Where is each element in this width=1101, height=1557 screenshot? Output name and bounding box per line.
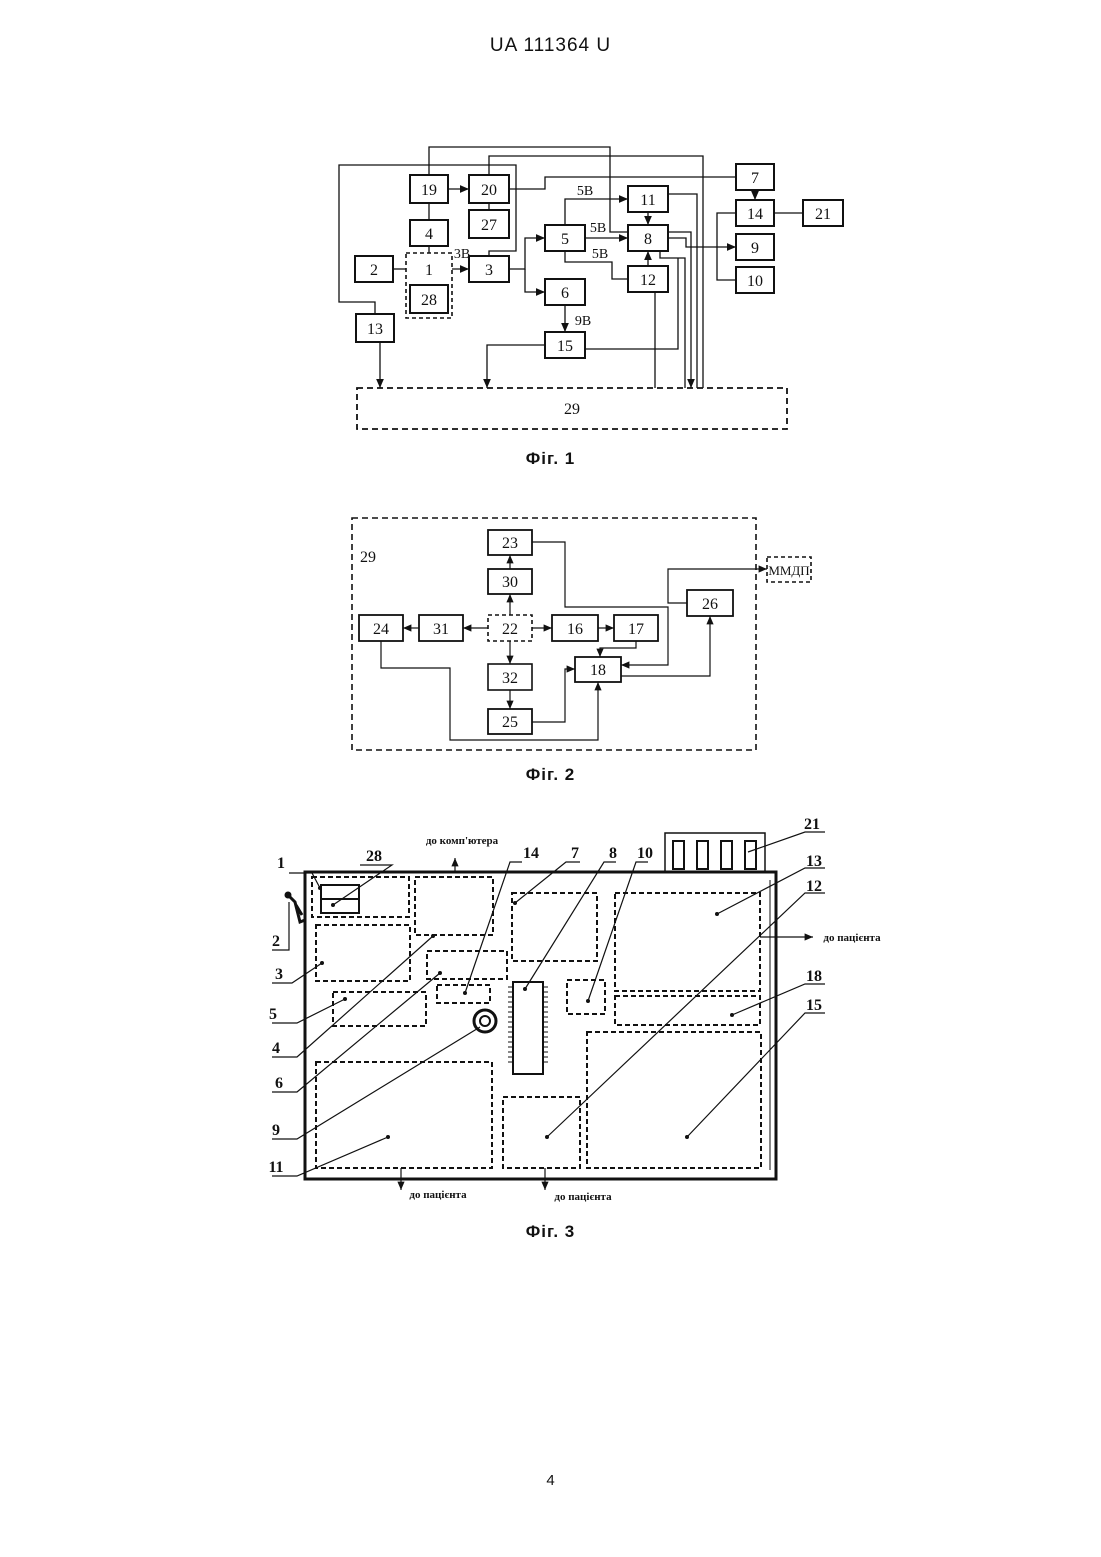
- connector-pin-2: [697, 841, 708, 869]
- zone-11: [316, 1062, 492, 1168]
- label-5: 5: [269, 1006, 277, 1023]
- leader-5: [272, 999, 345, 1023]
- chip-8: [513, 982, 543, 1074]
- page-number: 4: [0, 1472, 1101, 1489]
- label-12: 12: [806, 878, 822, 895]
- label-9: 9: [272, 1122, 280, 1139]
- label-7: 7: [571, 845, 579, 862]
- leader-4: [272, 936, 433, 1057]
- zone-7: [512, 893, 597, 961]
- figure-3-board-layout: 1 28 2 3 5 4 6 9 11 14 7 8 10 21 13 12 1…: [0, 0, 1101, 1230]
- element-2-handle: [288, 895, 305, 922]
- label-10: 10: [637, 845, 653, 862]
- to-patient-mid-label: до пацієнта: [554, 1191, 612, 1203]
- label-18: 18: [806, 968, 822, 985]
- leader-11: [272, 1137, 388, 1176]
- zone-10: [567, 980, 605, 1014]
- leader-8: [525, 862, 616, 989]
- label-2: 2: [272, 933, 280, 950]
- to-patient-left-label: до пацієнта: [409, 1189, 467, 1201]
- leader-6: [272, 973, 440, 1092]
- label-4: 4: [272, 1040, 280, 1057]
- label-28: 28: [366, 848, 382, 865]
- zone-3: [316, 925, 410, 981]
- zone-1: [312, 877, 409, 917]
- to-computer-label: до комп'ютера: [426, 835, 499, 847]
- connector-pin-4: [745, 841, 756, 869]
- zone-4: [427, 951, 507, 979]
- label-8: 8: [609, 845, 617, 862]
- zone-15: [587, 1032, 761, 1168]
- connector-21: [665, 833, 765, 872]
- zone-computer-port: [415, 877, 493, 935]
- connector-pin-1: [673, 841, 684, 869]
- label-14: 14: [523, 845, 539, 862]
- label-15: 15: [806, 997, 822, 1014]
- zone-18: [615, 996, 760, 1025]
- label-13: 13: [806, 853, 822, 870]
- connector-pin-3: [721, 841, 732, 869]
- figure-3-caption: Фіг. 3: [0, 1222, 1101, 1242]
- leader-9: [272, 1027, 480, 1139]
- leader-7: [515, 862, 580, 903]
- label-6: 6: [275, 1075, 283, 1092]
- leader-21: [748, 832, 825, 852]
- zone-5: [333, 992, 426, 1026]
- label-11: 11: [268, 1159, 283, 1176]
- label-1: 1: [277, 855, 285, 872]
- label-3: 3: [275, 966, 283, 983]
- zone-12: [503, 1097, 580, 1168]
- label-21: 21: [804, 816, 820, 833]
- to-patient-right-label: до пацієнта: [823, 932, 881, 944]
- zone-13: [615, 893, 760, 991]
